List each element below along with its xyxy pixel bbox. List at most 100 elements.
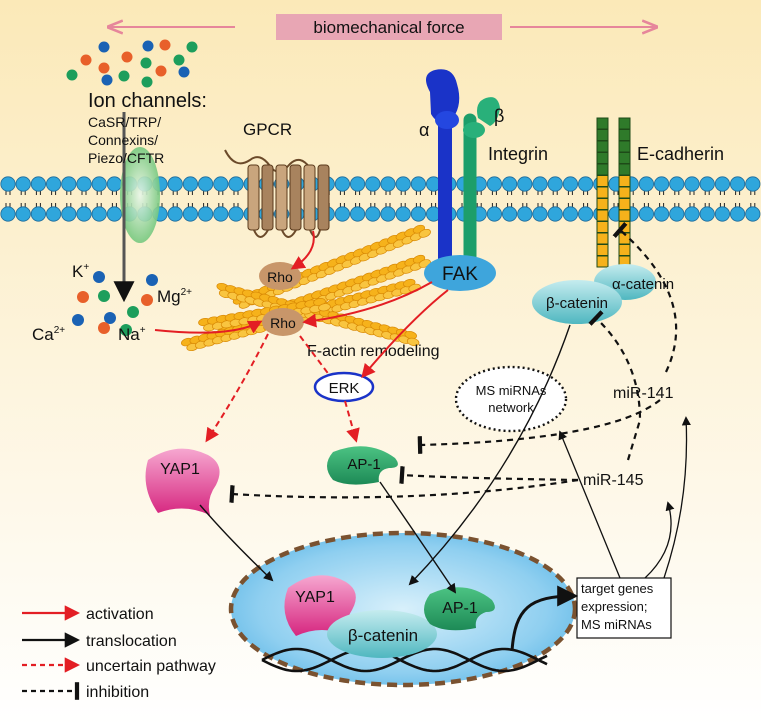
lipid-head bbox=[349, 206, 366, 222]
lipid-head bbox=[562, 206, 579, 222]
lipid-head bbox=[91, 176, 107, 192]
lipid-head bbox=[729, 206, 746, 222]
lipid-head bbox=[167, 206, 183, 222]
lipid-head bbox=[562, 176, 579, 192]
legend-inhibition-label: inhibition bbox=[86, 684, 149, 701]
ion-channels-line1: CaSR/TRP/ bbox=[88, 114, 161, 130]
lipid-head bbox=[577, 176, 594, 192]
lipid-head bbox=[61, 176, 77, 192]
lipid-head bbox=[334, 176, 350, 192]
arrow-ap1-nucleus bbox=[379, 481, 457, 594]
actin-monomer bbox=[318, 303, 331, 312]
erk-label: ERK bbox=[329, 380, 360, 397]
arrow-ions-rho bbox=[154, 320, 263, 334]
cadherin-segment bbox=[618, 129, 631, 141]
lipid-head bbox=[669, 206, 685, 222]
lipid-head bbox=[228, 206, 244, 222]
ion-dot bbox=[98, 41, 110, 53]
ion-dot bbox=[186, 41, 198, 53]
lipid-head bbox=[61, 206, 77, 222]
target-line2: expression; bbox=[581, 599, 647, 614]
ion-dot bbox=[155, 65, 167, 77]
cadherin-segment bbox=[618, 175, 631, 187]
intracellular-ions bbox=[72, 271, 158, 336]
lipid-head bbox=[182, 176, 198, 192]
arrow-target-mir145 bbox=[644, 501, 675, 579]
force-label-box bbox=[276, 14, 502, 40]
nucleus-yap1-label: YAP1 bbox=[295, 589, 335, 606]
cadherin-segment bbox=[596, 244, 609, 256]
ms-mirnas-network bbox=[454, 365, 568, 433]
cadherin-segment bbox=[618, 198, 631, 210]
inhibition-mir145-betacatenin bbox=[588, 310, 642, 461]
ion-mg-label: Mg2+ bbox=[157, 287, 192, 306]
ion-dot bbox=[121, 51, 133, 63]
lipid-head bbox=[577, 206, 594, 222]
dna-strand-b bbox=[261, 647, 548, 673]
lipid-head bbox=[410, 206, 426, 222]
ion-dot bbox=[98, 322, 110, 334]
legend-translocation-label: translocation bbox=[86, 633, 177, 650]
lipid-head bbox=[106, 206, 123, 222]
ion-dot bbox=[98, 62, 110, 74]
gpcr-helix bbox=[261, 164, 274, 231]
lipid-head bbox=[745, 206, 761, 222]
arrow-yap1-nucleus bbox=[199, 504, 274, 582]
dna-strand-a bbox=[261, 647, 548, 673]
lipid-head bbox=[15, 176, 31, 192]
cadherin-segment bbox=[596, 152, 609, 164]
cadherin-segment bbox=[596, 175, 609, 187]
target-line1: target genes bbox=[581, 581, 654, 596]
cadherin-segment bbox=[618, 140, 631, 153]
ion-na-label: Na+ bbox=[118, 325, 146, 344]
gpcr-helix bbox=[303, 164, 316, 231]
rho-label-mid: Rho bbox=[270, 315, 296, 331]
ion-ca-label: Ca2+ bbox=[32, 325, 65, 344]
gpcr-helix bbox=[289, 164, 302, 231]
arrow-fak-rho bbox=[302, 281, 433, 328]
lipid-head bbox=[76, 176, 92, 192]
lipid-head bbox=[532, 176, 548, 192]
ion-channels-title: Ion channels: bbox=[88, 90, 207, 112]
actin-monomer bbox=[406, 337, 420, 347]
lipid-head bbox=[653, 206, 670, 222]
lipid-head bbox=[684, 176, 700, 192]
cadherin-segment bbox=[596, 140, 609, 153]
lipid-head bbox=[380, 206, 396, 222]
ion-dot bbox=[140, 57, 152, 69]
legend: activation translocation uncertain pathw… bbox=[22, 605, 216, 701]
lipid-head bbox=[334, 206, 350, 222]
lipid-head bbox=[547, 176, 563, 192]
rho-node-mid bbox=[262, 308, 304, 336]
ion-dot bbox=[80, 54, 92, 66]
cadherin-segment bbox=[618, 244, 631, 256]
arrow-rho-erk bbox=[299, 335, 331, 377]
lipid-head bbox=[699, 176, 715, 192]
lipid-head bbox=[729, 176, 746, 192]
ion-dot bbox=[104, 312, 116, 324]
alpha-catenin-label: α-catenin bbox=[612, 276, 674, 293]
ion-dot bbox=[173, 54, 185, 66]
ion-dot bbox=[118, 70, 130, 82]
ion-dot bbox=[127, 306, 139, 318]
integrin-beta-label: β bbox=[494, 106, 504, 126]
lipid-head bbox=[182, 206, 198, 222]
ms-network-line2: network bbox=[488, 400, 534, 415]
cadherin-segment bbox=[596, 221, 609, 233]
lipid-head bbox=[380, 176, 396, 192]
integrin-label: Integrin bbox=[488, 144, 548, 164]
lipid-head bbox=[714, 206, 731, 222]
gpcr-helix bbox=[317, 164, 330, 231]
arrow-fak-erk bbox=[361, 289, 449, 379]
lipid-head bbox=[517, 176, 533, 192]
gpcr-label: GPCR bbox=[243, 120, 292, 139]
lipid-head bbox=[395, 206, 411, 222]
arrow-dna-target bbox=[510, 585, 579, 652]
target-line3: MS miRNAs bbox=[581, 617, 652, 632]
lipid-head bbox=[198, 176, 214, 192]
cadherin-segment bbox=[596, 117, 609, 130]
nucleus-beta-catenin-label: β-catenin bbox=[348, 626, 418, 645]
legend-activation-label: activation bbox=[86, 606, 154, 623]
nucleus-ap1-node bbox=[424, 587, 495, 631]
